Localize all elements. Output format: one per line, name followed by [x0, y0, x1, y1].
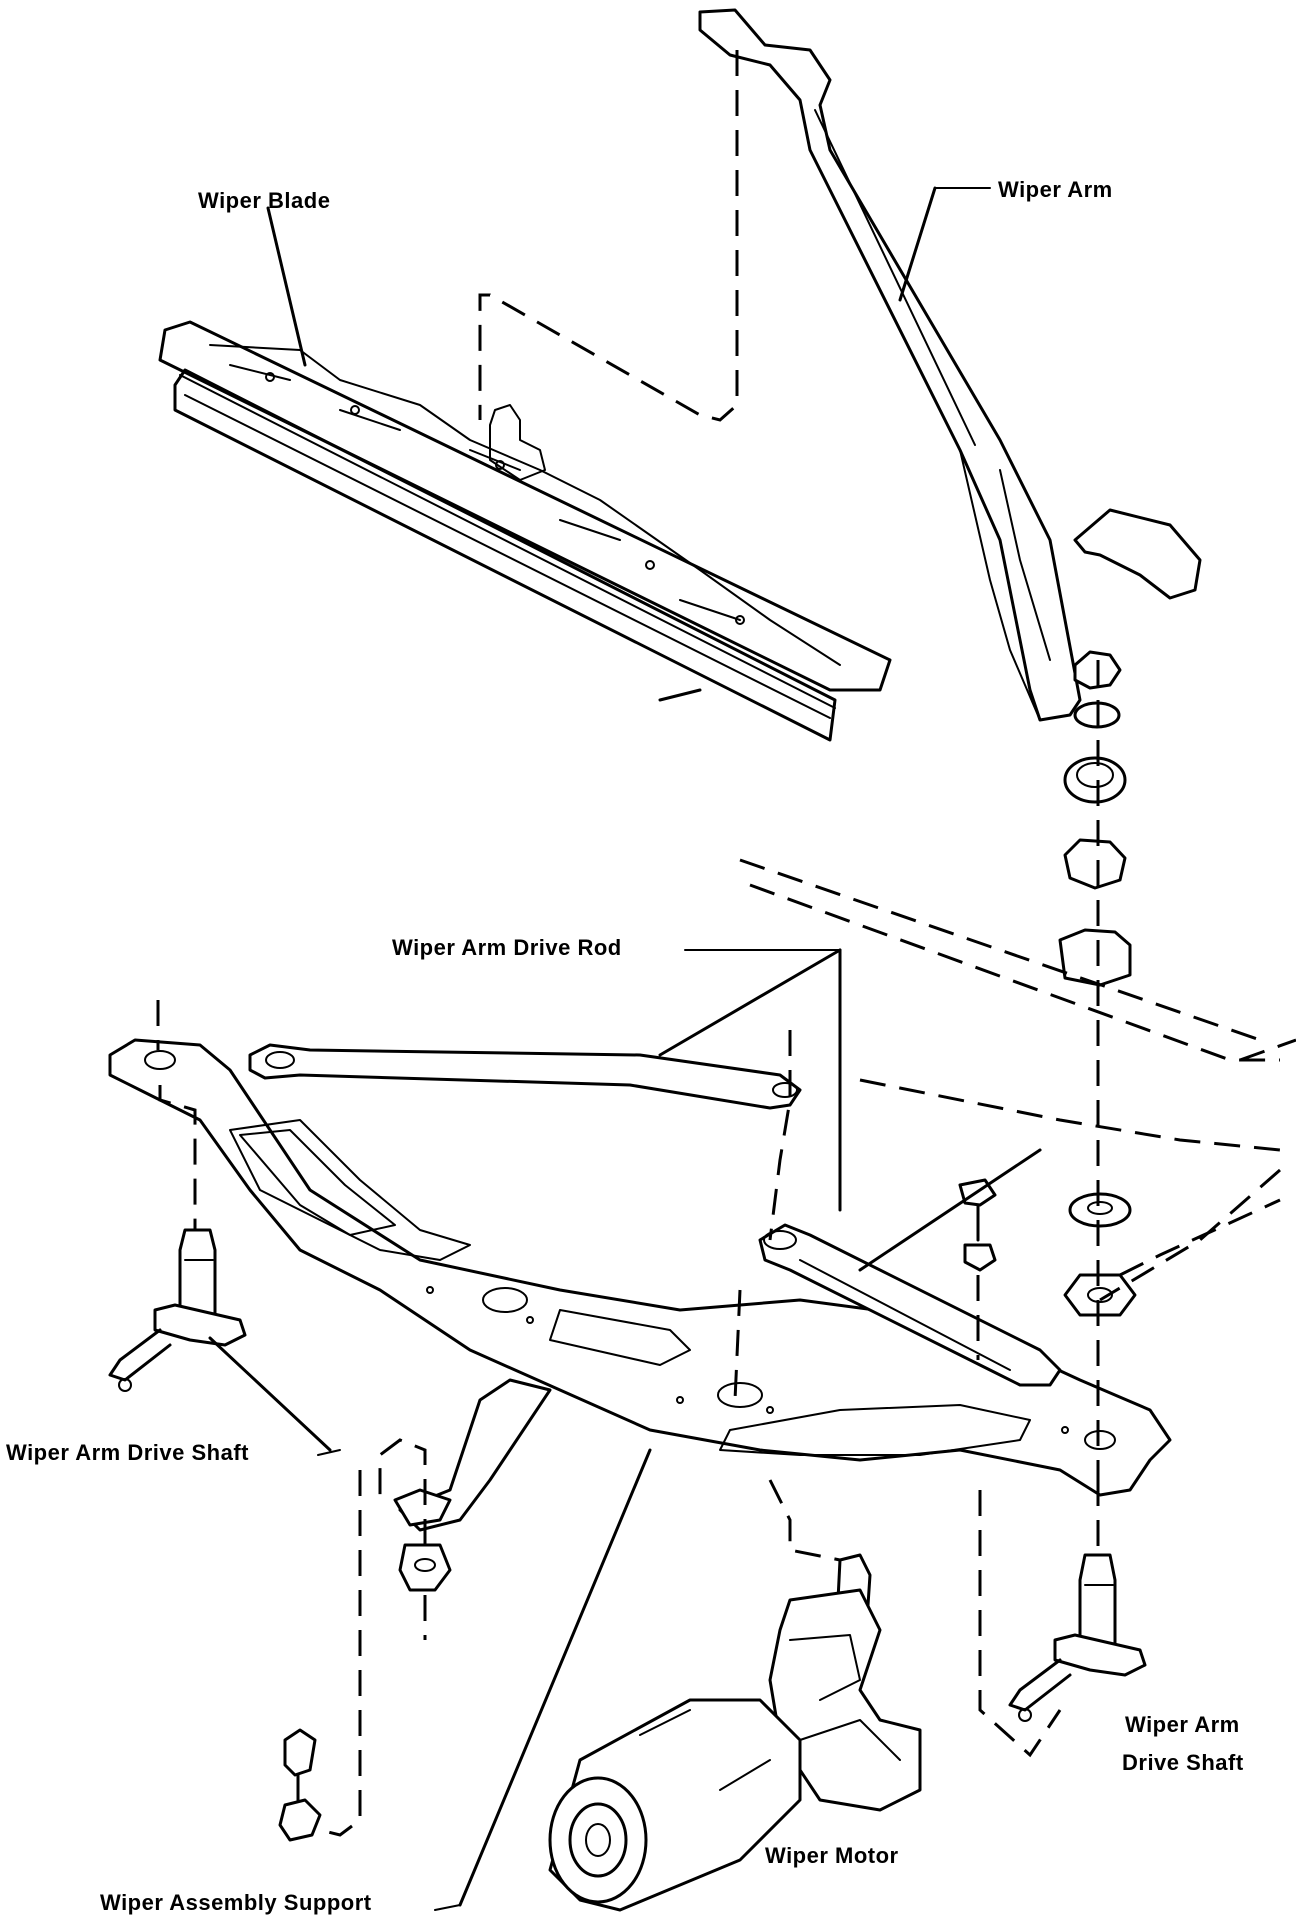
wiper-blade-part — [158, 320, 892, 742]
label-wiper-arm-drive-shaft-right-line1: Wiper Arm — [1125, 1712, 1240, 1737]
wiper-arm-drive-shaft-right-part — [1008, 1553, 1147, 1722]
arm-cap-part — [1073, 508, 1202, 600]
bolt-center-part — [958, 1178, 997, 1272]
wiper-arm-drive-rod-part — [248, 1043, 1062, 1387]
fasteners-lower-left — [278, 1543, 452, 1842]
label-wiper-arm: Wiper Arm — [998, 177, 1113, 202]
wiper-assembly-support-part — [108, 1038, 1172, 1532]
label-wiper-arm-drive-shaft-left: Wiper Arm Drive Shaft — [6, 1440, 249, 1465]
leader-lines — [208, 186, 1042, 1911]
fastener-stack-right — [1058, 650, 1137, 1317]
assembly-guide-lines — [156, 50, 1281, 1837]
label-wiper-assembly-support: Wiper Assembly Support — [100, 1890, 372, 1915]
label-wiper-arm-drive-rod: Wiper Arm Drive Rod — [392, 935, 622, 960]
wiper-motor-part — [548, 1553, 922, 1912]
cowl-outline — [739, 858, 1296, 1302]
wiper-arm-drive-shaft-left-part — [108, 1228, 247, 1392]
label-wiper-blade: Wiper Blade — [198, 188, 331, 213]
wiper-arm-part — [698, 8, 1127, 804]
label-wiper-arm-drive-shaft-right-line2: Drive Shaft — [1122, 1750, 1244, 1775]
label-wiper-motor: Wiper Motor — [765, 1843, 899, 1868]
